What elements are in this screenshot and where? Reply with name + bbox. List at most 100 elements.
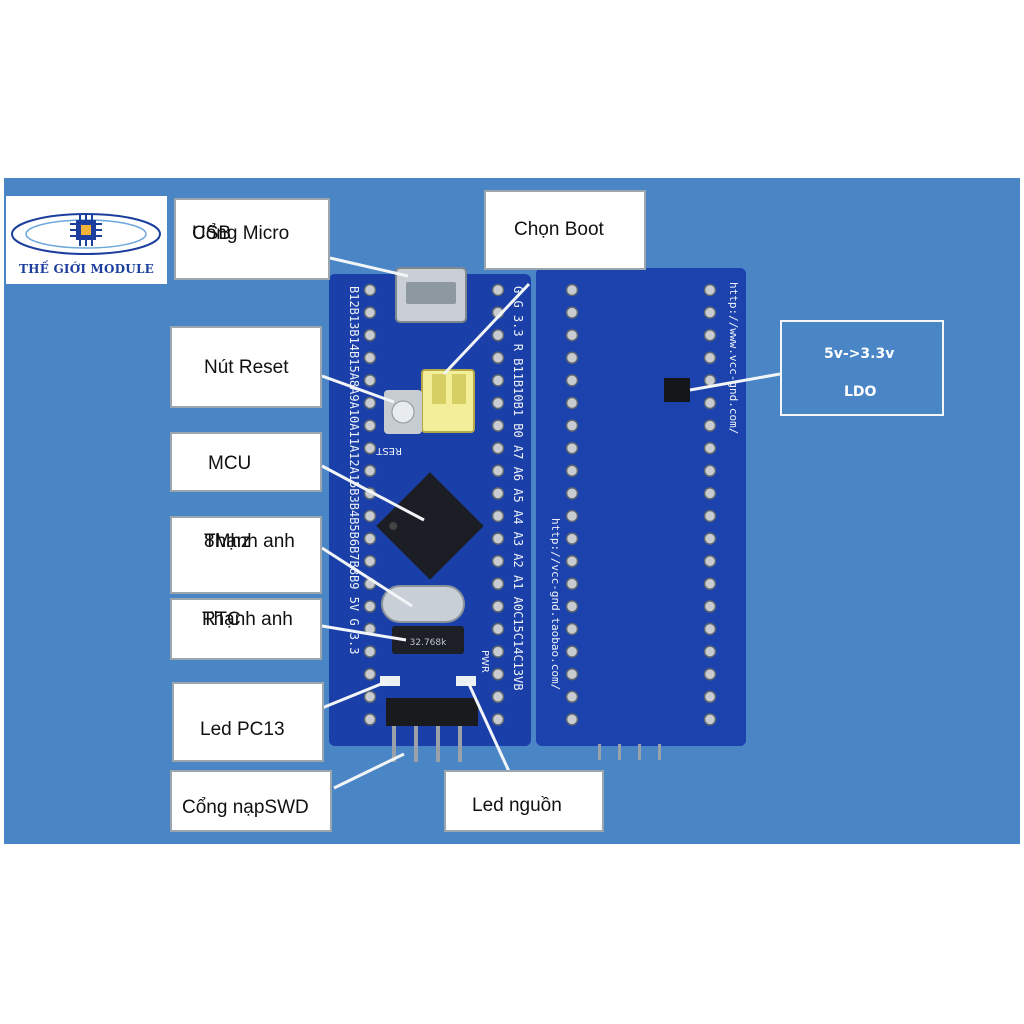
header-pin	[565, 600, 579, 613]
header-pin	[703, 328, 717, 342]
callout-ldo-line1: 5v->3.3v	[824, 346, 895, 362]
callout-crystal-8mhz-line2: 8Mhz	[204, 531, 251, 552]
callout-led-power-text: Led nguồn	[472, 795, 562, 816]
header-pin	[565, 328, 579, 342]
header-pin	[491, 622, 505, 636]
callout-micro-usb-line1: Cổng Micro	[192, 223, 290, 244]
header-pin	[491, 667, 505, 681]
header-pin	[703, 396, 717, 410]
callout-micro-usb-line2: USB	[192, 223, 232, 244]
callout-boot: Chọn Boot	[484, 190, 646, 270]
header-pin	[703, 419, 717, 432]
callout-led-power: Led nguồn	[444, 770, 604, 832]
header-pin	[565, 577, 579, 591]
header-pin	[363, 283, 377, 297]
header-pin	[363, 374, 377, 387]
header-pin	[565, 532, 579, 545]
header-pin	[703, 554, 717, 568]
header-pin	[363, 419, 377, 432]
header-pin	[491, 328, 505, 342]
callout-ldo: 5v->3.3v LDO	[780, 320, 944, 416]
header-pin	[703, 690, 717, 704]
header-pin	[491, 554, 505, 568]
header-pin	[703, 441, 717, 455]
header-pin	[363, 306, 377, 319]
header-pin	[703, 487, 717, 500]
header-pin	[491, 374, 505, 387]
header-pin	[703, 645, 717, 658]
swd-header	[386, 698, 478, 726]
mcu-chip	[376, 472, 484, 580]
ldo-regulator	[664, 378, 690, 402]
header-pin	[565, 690, 579, 704]
crystal-8mhz	[381, 585, 465, 623]
header-pin	[363, 690, 377, 704]
header-pin	[703, 667, 717, 681]
callout-swd-text: Cổng nạpSWD	[182, 797, 309, 818]
header-pin	[491, 283, 505, 297]
header-pin	[703, 532, 717, 545]
header-pin	[491, 419, 505, 432]
left-pin-labels: B12B13B14B15A8A9A10A11A12A15B3B4B5B6B7B8…	[347, 286, 361, 654]
callout-swd: Cổng nạpSWD	[170, 770, 332, 832]
header-pin	[491, 509, 505, 523]
jumper-cap-1	[432, 374, 446, 404]
header-pin	[363, 509, 377, 523]
callout-ldo-line2: LDO	[844, 384, 877, 400]
right-board-left-pin-row	[565, 283, 579, 726]
header-pin	[491, 577, 505, 591]
top-url: http://www.vcc-gnd.com/	[727, 282, 740, 434]
header-pin	[363, 396, 377, 410]
header-pin	[565, 713, 579, 726]
boot-jumper	[421, 369, 475, 433]
header-pin	[491, 464, 505, 478]
usb-port-opening	[406, 282, 456, 304]
header-pin	[491, 690, 505, 704]
callout-reset: Nút Reset	[170, 326, 322, 408]
right-pin-row	[491, 283, 505, 726]
header-pin	[565, 509, 579, 523]
header-pin	[491, 600, 505, 613]
header-pin	[565, 374, 579, 387]
header-pin	[565, 351, 579, 365]
callout-reset-text: Nút Reset	[204, 357, 289, 378]
header-pin	[565, 645, 579, 658]
led-pc13	[380, 676, 400, 686]
callout-crystal-8mhz-line1: Thạnh anh	[204, 531, 295, 552]
right-board-right-pin-row	[703, 283, 717, 726]
header-pin	[703, 306, 717, 319]
header-pin	[363, 532, 377, 545]
header-pin	[363, 464, 377, 478]
header-pin	[491, 396, 505, 410]
header-pin	[491, 351, 505, 365]
jumper-cap-2	[452, 374, 466, 404]
header-pin	[703, 464, 717, 478]
callout-crystal-rtc-line2: RTC	[202, 609, 241, 630]
led-power	[456, 676, 476, 686]
header-pin	[703, 713, 717, 726]
chip-icon	[11, 213, 161, 255]
header-pin	[703, 600, 717, 613]
header-pin	[565, 464, 579, 478]
header-pin	[703, 577, 717, 591]
header-pin	[565, 283, 579, 297]
brand-name: THẾ GIỚI MODULE	[19, 262, 154, 276]
header-pin	[565, 487, 579, 500]
header-pin	[363, 713, 377, 726]
reset-silk: REST	[375, 445, 402, 456]
callout-led-pc13: Led PC13	[172, 682, 324, 762]
header-pin	[703, 509, 717, 523]
header-pin	[491, 645, 505, 658]
header-pin	[363, 600, 377, 613]
header-pin	[491, 441, 505, 455]
header-pin	[491, 532, 505, 545]
header-pin	[565, 554, 579, 568]
header-pin	[491, 487, 505, 500]
callout-mcu-text: MCU	[208, 453, 252, 474]
callout-mcu: MCU	[170, 432, 322, 492]
pwr-silk: PWR	[479, 650, 490, 673]
header-pin	[703, 351, 717, 365]
